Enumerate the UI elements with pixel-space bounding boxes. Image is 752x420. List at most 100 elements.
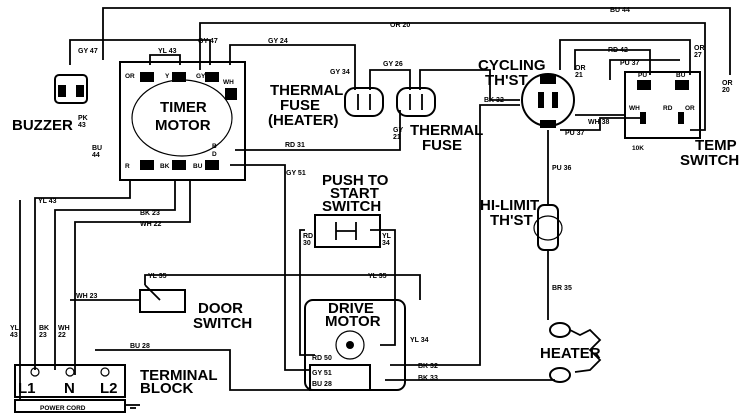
hi-limit-thermostat: [533, 204, 563, 251]
wire-label-or27-a: OR: [694, 45, 705, 52]
wire-label-yl35-b: YL 35: [368, 273, 387, 280]
wire-label-or21-a: OR: [575, 65, 586, 72]
wire-label-rd30-b: 30: [303, 240, 311, 247]
wire-label-gy21-b: 21: [393, 134, 401, 141]
wire-rd30: [299, 229, 315, 356]
wire-label-bk23-v-b: 23: [39, 332, 47, 339]
label-motor: MOTOR: [155, 117, 211, 134]
wire-bk32: [390, 104, 520, 366]
term-bu: BU: [676, 72, 686, 79]
wire-gy26: [369, 69, 411, 90]
wire-label-pu37: PU 37: [620, 60, 640, 67]
label-l2: L2: [100, 380, 118, 397]
term-r: R: [125, 163, 130, 170]
label-hilimit-1: HI-LIMIT: [480, 197, 539, 214]
wire-label-wh22-v-b: 22: [58, 332, 66, 339]
wire-label-bu44: BU 44: [610, 7, 630, 14]
term-or: OR: [125, 73, 135, 80]
wire-label-pu36: PU 36: [552, 165, 572, 172]
label-thermal-h3: (HEATER): [268, 112, 339, 129]
term-or-t: OR: [685, 105, 695, 112]
wire-label-gy51: GY 51: [286, 170, 306, 177]
wire-gy51: [230, 164, 310, 371]
thermal-fuse-heater: [344, 87, 384, 117]
wire-label-rd31: RD 31: [285, 142, 305, 149]
wire-label-bk23-mid: BK 23: [140, 210, 160, 217]
wire-label-yl34-b: 34: [382, 240, 390, 247]
wire-label-yl34-c: YL 34: [410, 337, 429, 344]
terminal-block: [14, 364, 140, 413]
label-thermal-f1: THERMAL: [410, 122, 483, 139]
wire-label-bk33: BK 33: [418, 375, 438, 382]
wire-yl35: [144, 274, 421, 300]
wire-label-gy34: GY 34: [330, 69, 350, 76]
label-thermal-f2: FUSE: [422, 137, 462, 154]
label-terminal-2: BLOCK: [140, 380, 193, 397]
wire-yl43-top: [149, 54, 181, 65]
wire-label-pk43-b: 43: [78, 122, 86, 129]
label-heater: HEATER: [540, 345, 601, 362]
wire-label-gy47: GY 47: [198, 38, 218, 45]
label-terminal-1: TERMINAL: [140, 367, 218, 384]
wire-label-yl43-v-b: 43: [10, 332, 18, 339]
wire-label-bu28-b: BU 28: [312, 381, 332, 388]
wire-yl43: [34, 180, 131, 370]
wire-fuse-to-cycling: [419, 69, 520, 101]
label-hilimit-2: TH'ST: [490, 212, 533, 229]
temp-switch: [624, 71, 701, 139]
wire-label-bu28: BU 28: [130, 343, 150, 350]
wire-rd31: [235, 110, 401, 151]
wiring: [19, 7, 731, 400]
wire-bk23: [54, 180, 176, 370]
wire-label-wh38: WH 38: [588, 119, 610, 126]
term-b: B: [212, 143, 217, 150]
label-cycling-1: CYCLING: [478, 57, 546, 74]
wire-label-rd30-a: RD: [303, 233, 313, 240]
term-bk: BK: [160, 163, 170, 170]
wire-label-bk32: BK 32: [484, 97, 504, 104]
wire-yl34: [370, 229, 396, 346]
wire-bu44-top: [102, 7, 731, 75]
label-door-1: DOOR: [198, 300, 243, 317]
wire-or20: [199, 22, 706, 80]
wire-gy24: [229, 44, 356, 90]
drive-motor: [304, 299, 406, 391]
terminal-tags: OR Y GY WH R BK BU B D PU BU WH RD OR 10…: [125, 72, 695, 170]
buzzer: [54, 74, 88, 104]
term-10k: 10K: [632, 145, 644, 152]
wire-label-wh22-v-a: WH: [58, 325, 70, 332]
label-thermal-h1: THERMAL: [270, 82, 343, 99]
label-thermal-h2: FUSE: [280, 97, 320, 114]
label-temp-1: TEMP: [695, 137, 737, 154]
wire-rd42: [574, 49, 651, 75]
wire-label-gy51-b: GY 51: [312, 370, 332, 377]
cycling-thermostat: [521, 73, 575, 128]
wire-label-gy24: GY 24: [268, 38, 288, 45]
term-rd: RD: [663, 105, 673, 112]
wire-or27: [609, 59, 680, 80]
label-cycling-2: TH'ST: [485, 72, 528, 89]
label-drive-2: MOTOR: [325, 313, 381, 330]
term-d: D: [212, 151, 217, 158]
wire-label-gy47-left: GY 47: [78, 48, 98, 55]
label-buzzer: BUZZER: [12, 117, 73, 134]
wire-label-wh22-mid: WH 22: [140, 221, 162, 228]
wire-label-yl34-a: YL: [382, 233, 392, 240]
wire-label-bu44-b: 44: [92, 152, 100, 159]
wire-label-yl43-v-a: YL: [10, 325, 20, 332]
label-timer: TIMER: [160, 99, 207, 116]
label-push-3: SWITCH: [322, 198, 381, 215]
label-power-cord: POWER CORD: [40, 405, 86, 412]
wire-label-bk23-v-a: BK: [39, 325, 49, 332]
label-push-2: START: [330, 185, 379, 202]
label-l1: L1: [18, 380, 36, 397]
wire-label-rd42: RD 42: [608, 47, 628, 54]
wire-label-or20-a: OR: [722, 80, 733, 87]
wire-pu37: [560, 117, 640, 131]
push-to-start-switch: [314, 214, 381, 248]
wire-label-or21-b: 21: [575, 72, 583, 79]
wire-label-bk32-b: BK 32: [418, 363, 438, 370]
wire-label-yl43-top: YL 43: [158, 48, 177, 55]
wire-label-pu37-b: PU 37: [565, 130, 585, 137]
label-drive-1: DRIVE: [328, 300, 374, 317]
